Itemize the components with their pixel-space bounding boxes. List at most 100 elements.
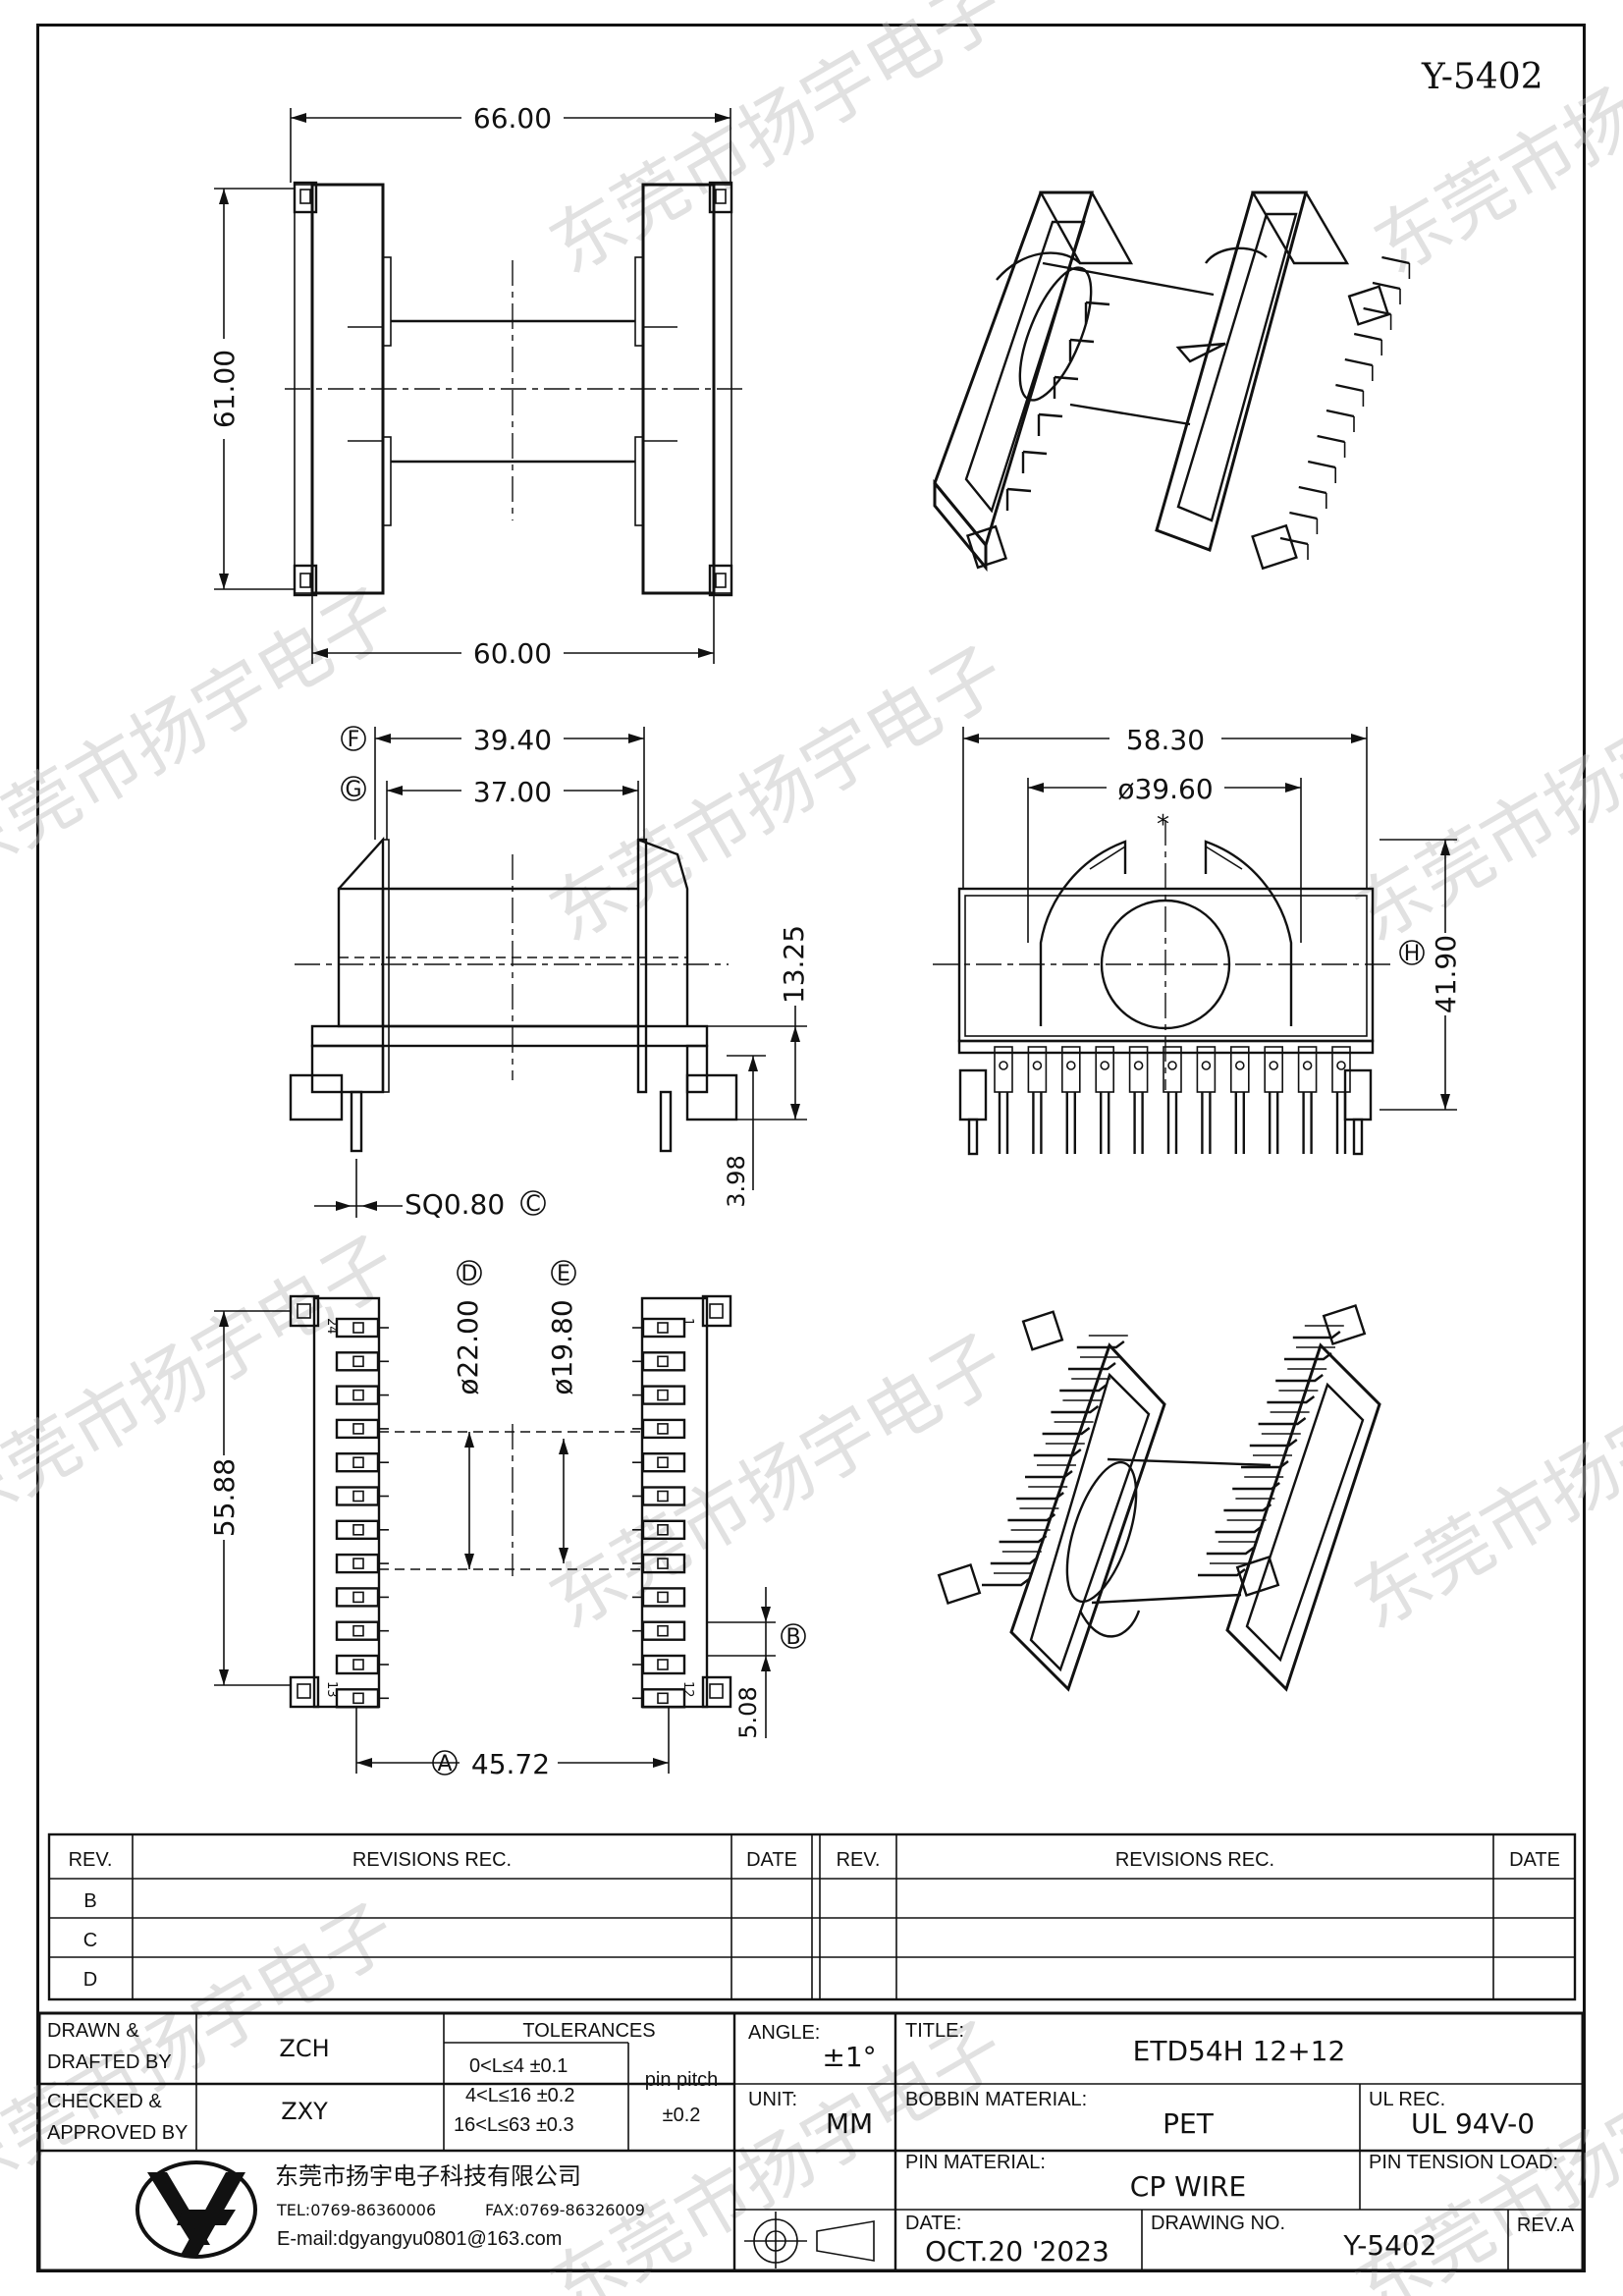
- pin-number-24: 24: [324, 1318, 339, 1335]
- dim-bottom-dia-outer: ø22.00: [452, 1299, 484, 1394]
- company-email: E-mail:dgyangyu0801@163.com: [277, 2228, 562, 2250]
- title-label: TITLE:: [905, 2020, 964, 2042]
- pad-left: [335, 1654, 380, 1675]
- iso-view-top: [933, 191, 1411, 573]
- datum-e: E: [557, 1262, 570, 1286]
- pad-left: [335, 1486, 380, 1506]
- projection-symbol: [744, 2212, 875, 2269]
- rev-label: REV.A: [1517, 2214, 1575, 2236]
- pad-right: [641, 1620, 686, 1641]
- pad-left: [335, 1317, 380, 1339]
- tolerance-2: 4<L≤16 ±0.2: [465, 2085, 574, 2106]
- checked-by: ZXY: [281, 2098, 328, 2125]
- rev-col-rev-right: REV.: [837, 1849, 881, 1871]
- iso-view-bottom: [937, 1303, 1381, 1692]
- pin-pitch-label: pin pitch: [645, 2069, 719, 2091]
- datum-a: A: [437, 1752, 452, 1777]
- ul-label: UL REC.: [1369, 2089, 1445, 2110]
- rev-col-rev-left: REV.: [69, 1849, 113, 1871]
- unit-label: UNIT:: [748, 2089, 797, 2110]
- datum-c: C: [525, 1192, 540, 1217]
- rev-col-rec-left: REVISIONS REC.: [352, 1849, 512, 1871]
- pad-right: [641, 1351, 686, 1372]
- pad-left: [335, 1620, 380, 1641]
- title-block: DRAWN & DRAFTED BY ZCH CHECKED & APPROVE…: [37, 2011, 1585, 2272]
- checked-label-2: APPROVED BY: [47, 2122, 188, 2144]
- watermark-2: 东莞市扬宇电子: [1361, 0, 1623, 291]
- pin-pitch-tol: ±0.2: [663, 2105, 701, 2126]
- pad-right: [641, 1385, 686, 1405]
- watermark-4: 东莞市扬宇电子: [536, 630, 1019, 957]
- dim-bottom-pitch: 5.08: [734, 1686, 762, 1738]
- title-value: ETD54H 12+12: [1133, 2035, 1346, 2067]
- dim-bottom-dia-inner: ø19.80: [546, 1299, 578, 1394]
- pad-right: [641, 1418, 686, 1440]
- dim-front-dia: ø39.60: [1117, 773, 1213, 805]
- dim-side-pin-len: 3.98: [723, 1155, 750, 1207]
- dim-bottom-span: 45.72: [471, 1748, 550, 1780]
- checked-label-1: CHECKED &: [47, 2091, 162, 2112]
- dim-front-height: 41.90: [1430, 935, 1462, 1013]
- dim-side-width-outer: 39.40: [473, 724, 552, 756]
- pad-left: [335, 1587, 380, 1608]
- dim-front-width: 58.30: [1126, 724, 1205, 756]
- pad-left: [335, 1451, 380, 1473]
- drawing-number-top: Y-5402: [1421, 57, 1543, 97]
- drawn-by: ZCH: [279, 2035, 329, 2062]
- tolerance-3: 16<L≤63 ±0.3: [454, 2114, 574, 2136]
- pad-left: [335, 1385, 380, 1405]
- rev-col-date-left: DATE: [746, 1849, 797, 1871]
- date-label: DATE:: [905, 2213, 961, 2234]
- rev-col-rec-right: REVISIONS REC.: [1115, 1849, 1274, 1871]
- company-fax: FAX:0769-86326009: [485, 2201, 645, 2219]
- pin-number-1: 1: [680, 1318, 695, 1326]
- datum-b: B: [785, 1625, 800, 1650]
- company-logo: [135, 2160, 257, 2259]
- pad-left: [335, 1553, 380, 1574]
- drawn-label-2: DRAFTED BY: [47, 2051, 172, 2073]
- watermark-8: 东莞市扬宇电子: [1341, 1318, 1623, 1645]
- pad-left: [335, 1519, 380, 1541]
- angle-label: ANGLE:: [748, 2022, 820, 2044]
- pin-number-12: 12: [680, 1681, 695, 1698]
- dim-pin-square: SQ0.80: [405, 1188, 505, 1221]
- dim-side-height: 13.25: [778, 925, 810, 1004]
- datum-d: D: [461, 1262, 478, 1286]
- rev-row-b: B: [83, 1890, 96, 1912]
- revisions-table: REV. REVISIONS REC. DATE REV. REVISIONS …: [47, 1832, 1577, 2001]
- dim-side-width-inner: 37.00: [473, 776, 552, 808]
- dim-top-bottom-width: 60.00: [473, 637, 552, 670]
- watermark-5: 东莞市扬宇电子: [1341, 630, 1623, 957]
- company-name: 东莞市扬宇电子科技有限公司: [275, 2162, 581, 2190]
- pad-left: [335, 1351, 380, 1372]
- pin-tension-label: PIN TENSION LOAD:: [1369, 2152, 1558, 2173]
- rev-row-d: D: [83, 1969, 97, 1991]
- pad-right: [641, 1688, 686, 1709]
- date-value: OCT.20 '2023: [925, 2235, 1109, 2268]
- bottom-view: 24 1 13 12 ø22.00 D ø19.80 E 55.88 5.08: [208, 1260, 806, 1780]
- rev-col-date-right: DATE: [1509, 1849, 1560, 1871]
- rev-row-c: C: [83, 1930, 97, 1951]
- drawing-no-label: DRAWING NO.: [1151, 2213, 1285, 2234]
- angle-value: ±1°: [822, 2041, 876, 2073]
- front-view: * 58.30 ø39.60 41.90 H: [933, 720, 1463, 1156]
- pad-right: [641, 1654, 686, 1675]
- pad-right: [641, 1317, 686, 1339]
- datum-h: H: [1404, 942, 1421, 966]
- datum-f: F: [348, 728, 360, 752]
- side-view: 39.40 37.00 F G 13.25 3.98 SQ0.80 C: [289, 720, 814, 1221]
- tolerances-label: TOLERANCES: [522, 2020, 655, 2042]
- top-view: 66.00 61.00 60.00: [208, 98, 746, 670]
- pad-left: [335, 1688, 380, 1709]
- dim-top-width: 66.00: [473, 102, 552, 135]
- svg-text:*: *: [1157, 810, 1169, 840]
- tolerance-1: 0<L≤4 ±0.1: [469, 2055, 568, 2077]
- watermark-1: 东莞市扬宇电子: [536, 0, 1019, 291]
- company-tel: TEL:0769-86360006: [276, 2201, 436, 2219]
- pin-number-13: 13: [324, 1681, 339, 1698]
- pin-material-value: CP WIRE: [1130, 2170, 1246, 2203]
- ul-value: UL 94V-0: [1411, 2107, 1535, 2140]
- bobbin-material-label: BOBBIN MATERIAL:: [905, 2089, 1087, 2110]
- watermark-6: 东莞市扬宇电子: [0, 1220, 410, 1547]
